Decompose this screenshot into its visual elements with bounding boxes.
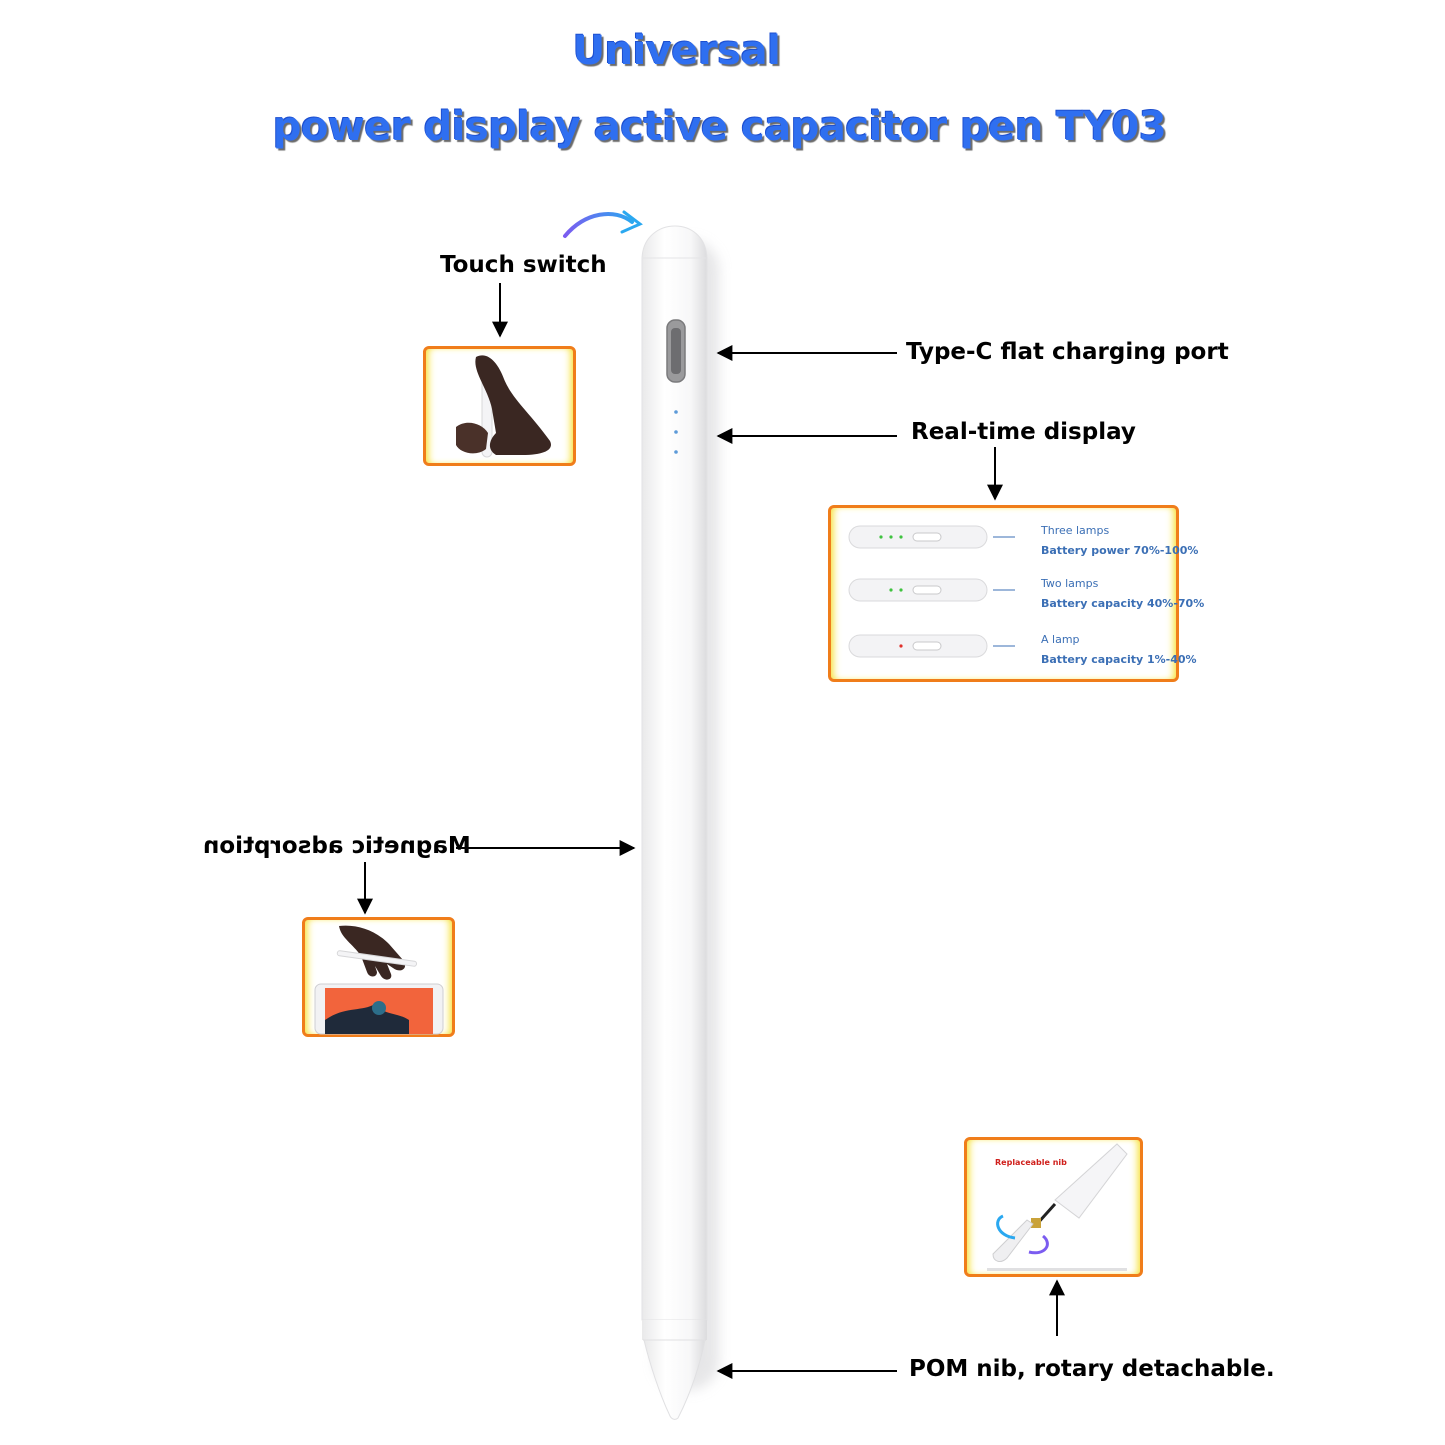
battery-row-one: A lamp Battery capacity 1%-40%: [848, 627, 1197, 671]
hand-touch-icon: [456, 355, 551, 458]
indicator-lamp-1: [674, 410, 678, 414]
battery-level-text: Battery power 70%-100%: [1041, 544, 1199, 557]
replaceable-nib-note: Replaceable nib: [995, 1158, 1067, 1167]
pen-lamps-one: [848, 634, 1015, 658]
lamp-count-text: A lamp: [1041, 633, 1080, 646]
battery-row-three: Three lamps Battery power 70%-100%: [848, 518, 1198, 562]
battery-level-text: Battery capacity 40%-70%: [1041, 597, 1205, 610]
page-title-line-2: power display active capacitor pen TY03: [272, 104, 1167, 150]
pen-lamps-two: [848, 578, 1015, 602]
battery-level-text: Battery capacity 1%-40%: [1041, 653, 1197, 666]
rotate-arrow-icon: [563, 211, 634, 238]
page-title-line-1: Universal: [572, 28, 781, 74]
nib-detach-icon: [987, 1143, 1128, 1271]
lamp-count-text: Three lamps: [1041, 524, 1110, 537]
charging-port-label: Type-C flat charging port: [906, 339, 1229, 365]
tablet-magnet-icon: [314, 925, 444, 1035]
touch-switch-label: Touch switch: [440, 252, 607, 278]
realtime-display-label: Real-time display: [911, 419, 1136, 445]
battery-row-two: Two lamps Battery capacity 40%-70%: [848, 571, 1204, 615]
battery-display-panel: Three lamps Battery power 70%-100% Two l…: [828, 505, 1204, 682]
pen-lamps-three: [848, 525, 1015, 549]
indicator-lamp-3: [674, 450, 678, 454]
indicator-lamp-2: [674, 430, 678, 434]
replaceable-nib-photo: Replaceable nib: [964, 1137, 1143, 1277]
touch-switch-photo: [423, 346, 576, 466]
nib-label: POM nib, rotary detachable.: [909, 1356, 1275, 1382]
lamp-count-text: Two lamps: [1041, 577, 1099, 590]
magnetic-adsorption-photo: [302, 917, 455, 1037]
magnetic-adsorption-label: Magnetic adsorption: [203, 833, 471, 859]
stylus-pen: [641, 225, 708, 1420]
